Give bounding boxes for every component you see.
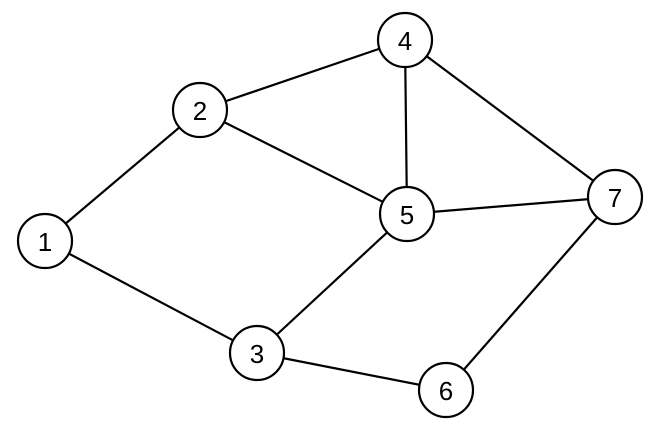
edge-4-7 [403,38,617,199]
edge-6-7 [444,195,617,392]
nodes-layer: 1 2 3 4 5 6 7 [16,11,644,419]
node-label: 2 [193,96,207,126]
edge-3-6 [255,351,448,392]
node-circle [171,81,229,139]
node-label: 7 [608,183,622,213]
node-circle [16,212,74,270]
edge-1-3 [43,239,259,355]
node-7: 7 [586,168,644,226]
node-label: 3 [250,339,264,369]
node-label: 6 [439,376,453,406]
node-1: 1 [16,212,74,270]
node-circle [228,324,286,382]
edges-layer [43,38,617,392]
edge-1-2 [43,108,202,243]
node-3: 3 [228,324,286,382]
edge-2-4 [198,38,407,112]
node-6: 6 [417,361,475,419]
node-4: 4 [376,11,434,69]
node-label: 1 [38,227,52,257]
edge-5-3 [255,212,409,355]
node-circle [376,11,434,69]
edge-5-7 [405,195,617,216]
node-circle [586,168,644,226]
node-circle [378,185,436,243]
edge-2-5 [198,108,409,216]
node-label: 5 [400,200,414,230]
node-2: 2 [171,81,229,139]
node-label: 4 [398,26,412,56]
node-5: 5 [378,185,436,243]
node-circle [417,361,475,419]
edge-4-5 [403,38,409,216]
